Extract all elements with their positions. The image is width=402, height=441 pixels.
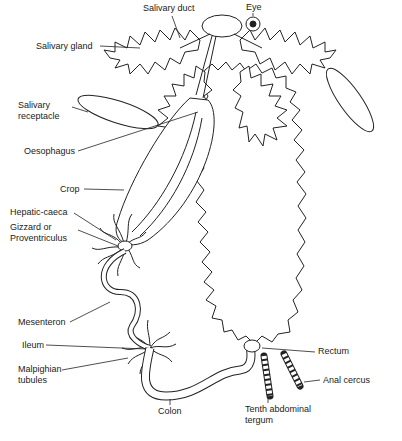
part-label: Gizzard or Proventriculus <box>10 222 80 244</box>
part-label: Eye <box>246 2 262 13</box>
part-label: Malpighian tubules <box>18 364 74 386</box>
part-label: Ileum <box>22 340 44 351</box>
part-label: Salivary duct <box>143 3 195 14</box>
part-label: Salivary receptacle <box>18 100 70 122</box>
part-label: Mesenteron <box>18 317 66 328</box>
part-label: Oesophagus <box>24 146 75 157</box>
part-label: Anal cercus <box>323 375 370 386</box>
part-label: Hepatic-caeca <box>10 207 68 218</box>
part-label: Crop <box>60 184 80 195</box>
part-label: Rectum <box>318 346 349 357</box>
part-label: Salivary gland <box>36 41 93 52</box>
part-label: Colon <box>158 406 182 417</box>
part-label: Tenth abdominal tergum <box>245 404 323 426</box>
